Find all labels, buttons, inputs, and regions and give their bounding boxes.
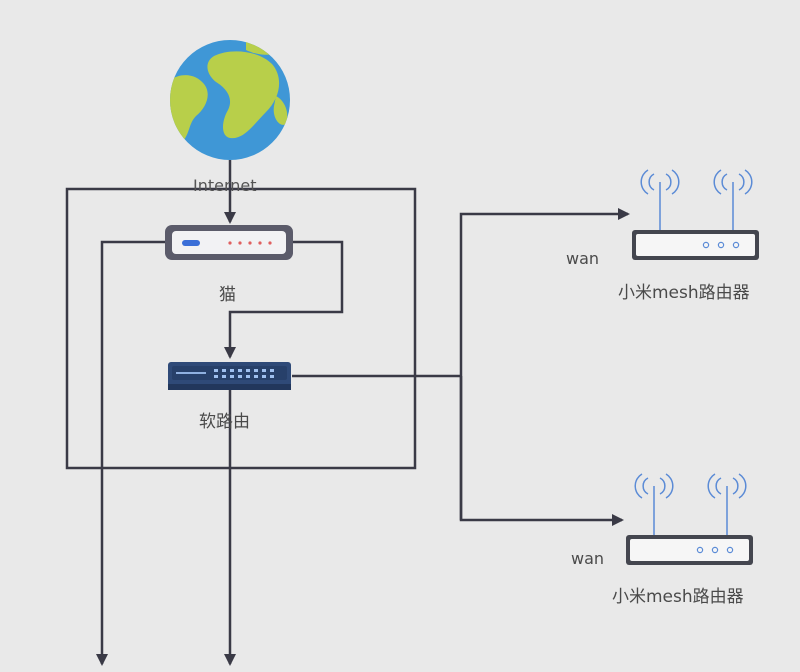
mesh-router-1-label: 小米mesh路由器 — [618, 283, 750, 303]
modem-to-softrouter-line — [224, 240, 344, 359]
wifi-antenna-icon — [634, 473, 747, 535]
modem-label: 猫 — [219, 285, 236, 305]
soft-router-label: 软路由 — [199, 412, 250, 432]
connectors — [65, 160, 630, 666]
enclosure-box — [65, 187, 417, 470]
branch-to-router1-line — [459, 208, 630, 520]
mesh-router-2-icon — [626, 473, 753, 565]
mesh-router-1-icon — [632, 169, 759, 260]
wan-label-1: wan — [566, 249, 600, 268]
wifi-antenna-icon — [640, 169, 753, 230]
modem-icon — [165, 225, 293, 260]
internet-label: Internet — [193, 176, 257, 195]
modem-down-line — [96, 240, 165, 666]
globe-icon — [170, 40, 290, 160]
soft-router-icon — [168, 362, 291, 390]
mesh-router-2-label: 小米mesh路由器 — [612, 587, 744, 607]
wan-label-2: wan — [571, 549, 605, 568]
branch-to-router2-line — [459, 376, 624, 526]
